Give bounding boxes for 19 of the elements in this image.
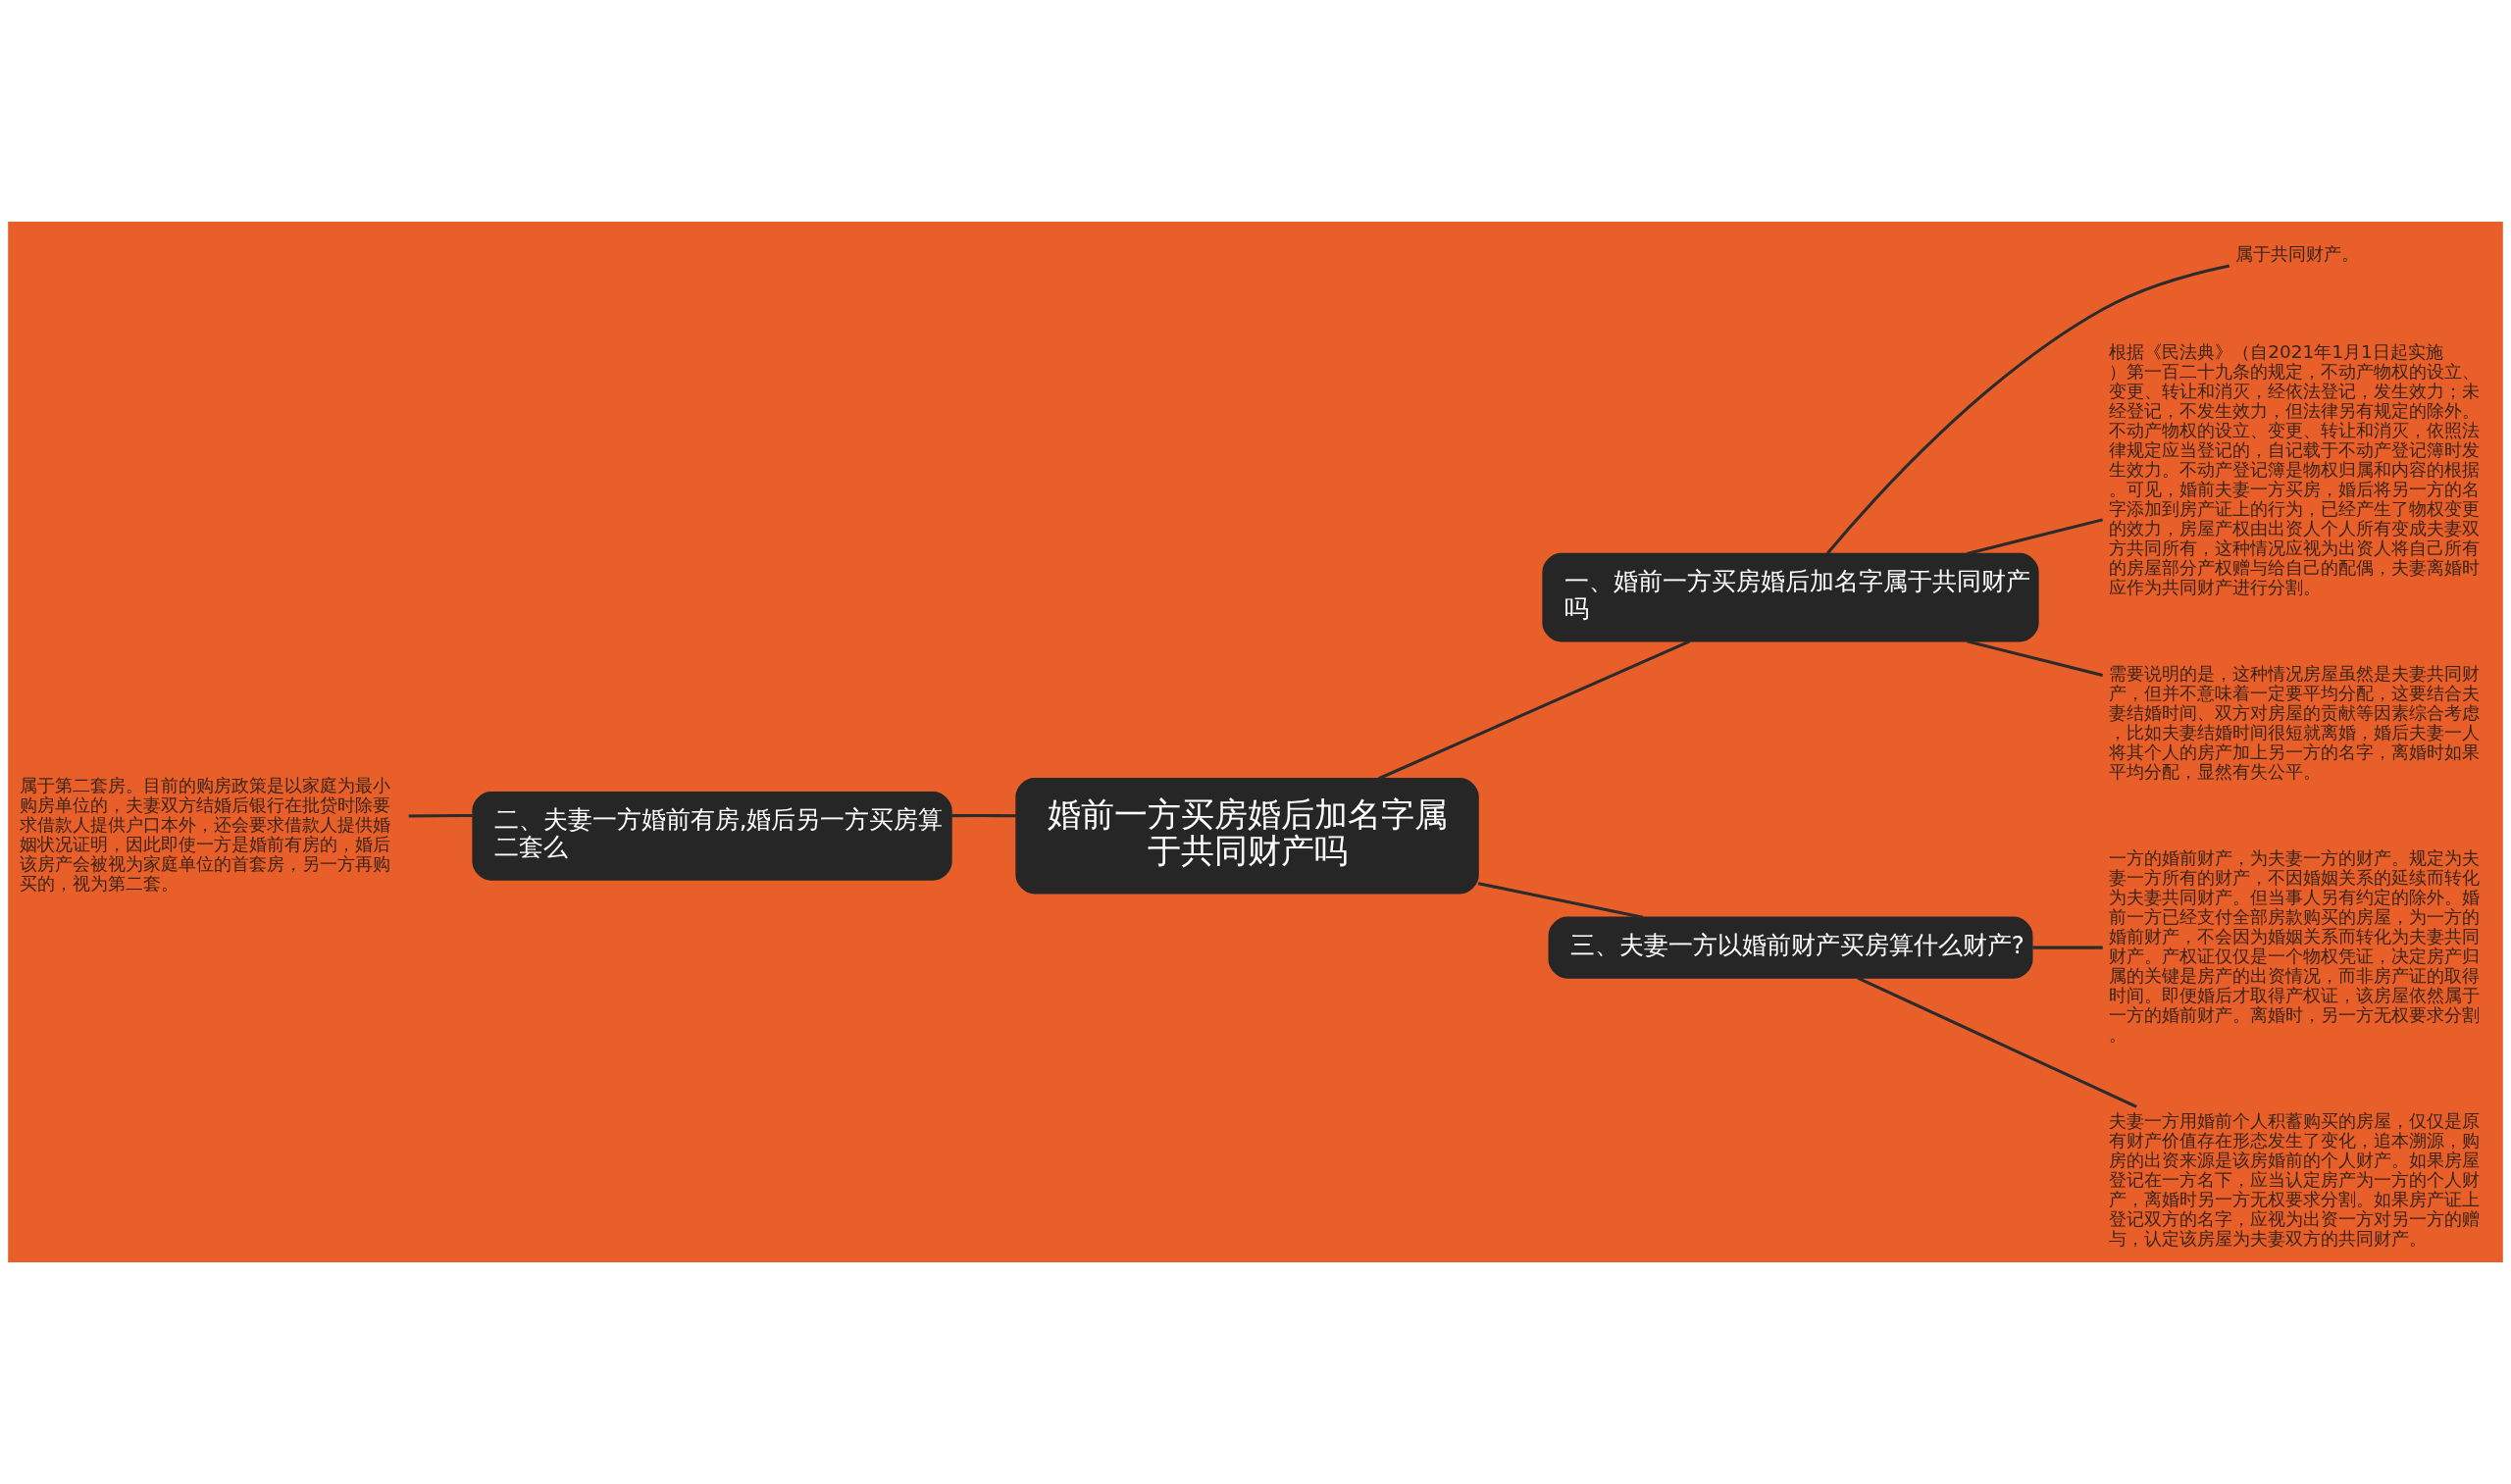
node-text: 一方的婚前财产，为夫妻一方的财产。规定为夫妻一方所有的财产，不因婚姻关系的延续而转化为夫妻共同财产。但当事人另有约定的除外。婚前一方已经支付全部房款购买的房屋，为一方的婚前财产，不会因为婚姻关系而转化为夫妻共同财产。产权证仅仅是一个物权凭证，决定房产归属的关键是房产的出资情况，而非房产证的取得时间。即便婚后才取得产权证，该房屋依然属于一方的婚前财产。离婚时，另一方无权要求分割。 [2109, 846, 2481, 1045]
node-text: 根据《民法典》（自2021年1月1日起实施）第一百二十九条的规定，不动产物权的设立、变更、转让和消灭，经依法登记，发生效力；未经登记，不发生效力，但法律另有规定的除外。不动产物权的设立、变更、转让和消灭，依照法律规定应当登记的，自记载于不动产登记簿时发生效力。不动产登记簿是物权归属和内容的根据。可见，婚前夫妻一方买房，婚后将另一方的名字添加到房产证上的行为，已经产生了物权变更的效力，房屋产权由出资人个人所有变成夫妻双方共同所有，这种情况应视为出资人将自己所有的房屋部分产权赠与给自己的配偶，夫妻离婚时应作为共同财产进行分割。 [2109, 340, 2481, 597]
node-text: 夫妻一方用婚前个人积蓄购买的房屋，仅仅是原有财产价值存在形态发生了变化，追本溯源，购房的出资来源是该房婚前的个人财产。如果房屋登记在一方名下，应当认定房产为一方的个人财产，离婚时另一方无权要求分割。如果房产证上登记双方的名字，应视为出资一方对另一方的赠与，认定该房屋为夫妻双方的共同财产。 [2109, 1110, 2481, 1250]
connector [1967, 640, 2104, 677]
node-box: 二、夫妻一方婚前有房,婚后另一方买房算二套么 [472, 791, 952, 881]
connector [1857, 976, 2137, 1108]
node-box: 婚前一方买房婚后加名字属于共同财产吗 [1015, 778, 1479, 895]
connector [408, 814, 473, 818]
connector [2032, 946, 2103, 949]
connector [1967, 518, 2104, 555]
node-text: 属于共同财产。 [2235, 242, 2360, 264]
connector [1378, 640, 1691, 781]
connector [1477, 882, 1644, 919]
node-box: 三、夫妻一方以婚前财产买房算什么财产? [1548, 916, 2033, 979]
node-box: 一、婚前一方买房婚后加名字属于共同财产吗 [1542, 552, 2039, 642]
connector [1825, 264, 2230, 555]
node-text: 属于第二套房。目前的购房政策是以家庭为最小购房单位的，夫妻双方结婚后银行在批贷时除要求借款人提供户口本外，还会要求借款人提供婚姻状况证明，因此即使一方是婚前有房的，婚后该房产会被视为家庭单位的首套房，另一方再购买的，视为第二套。 [20, 775, 391, 895]
connector [951, 813, 1016, 818]
node-text: 需要说明的是，这种情况房屋虽然是夫妻共同财产，但并不意味着一定要平均分配，这要结合夫妻结婚时间、双方对房屋的贡献等因素综合考虑，比如夫妻结婚时间很短就离婚，婚后夫妻一人将其个人的房产加上另一方的名字，离婚时如果平均分配，显然有失公平。 [2109, 663, 2481, 783]
